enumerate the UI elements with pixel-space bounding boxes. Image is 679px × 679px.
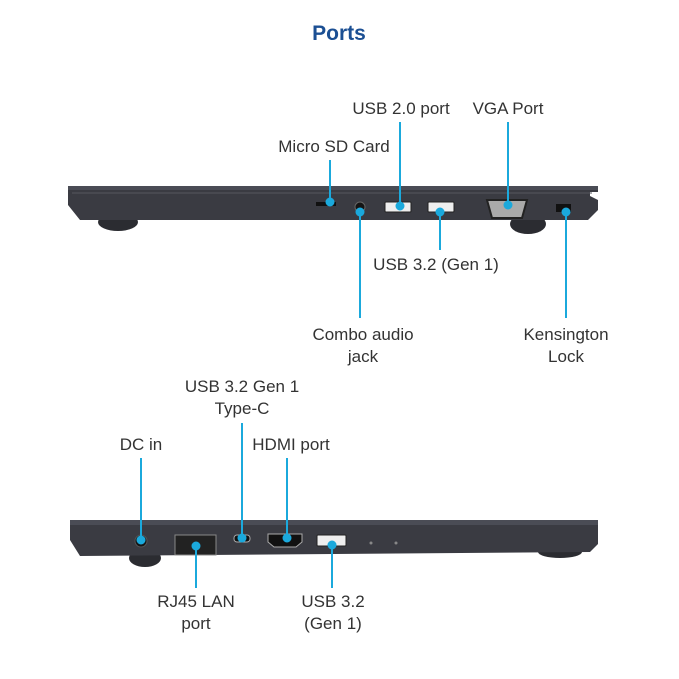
leader-lines xyxy=(136,122,571,588)
label-usb32: USB 3.2 (Gen 1) xyxy=(373,255,499,274)
label-audio-line1: Combo audio xyxy=(312,325,414,344)
label-rj45-line2: port xyxy=(181,614,211,633)
label-usb32-left-line1: USB 3.2 xyxy=(301,592,365,611)
label-kensington-line2: Lock xyxy=(548,347,584,366)
label-kensington-line1: Kensington xyxy=(523,325,609,344)
label-usb32-left: USB 3.2 (Gen 1) xyxy=(301,591,364,635)
laptop-right-side xyxy=(68,186,598,234)
label-dcin: DC in xyxy=(119,435,163,454)
label-usb20: USB 2.0 port xyxy=(352,99,450,118)
label-rj45: RJ45 LAN port xyxy=(157,591,234,635)
label-microsd: Micro SD Card xyxy=(278,137,390,156)
leader-dot xyxy=(237,533,247,543)
label-kensington: Kensington Lock xyxy=(523,324,608,368)
indicator-light xyxy=(394,541,398,545)
leader-dot xyxy=(191,541,201,551)
leader-dot xyxy=(136,535,146,545)
laptop-left-side xyxy=(70,520,598,567)
leader-dot xyxy=(503,200,513,210)
diagram-title: Ports xyxy=(312,22,366,45)
leader-dot xyxy=(327,540,337,550)
label-hdmi: HDMI port xyxy=(252,435,330,454)
label-typec: USB 3.2 Gen 1 Type-C xyxy=(185,376,299,420)
leader-dot xyxy=(355,207,365,217)
leader-dot xyxy=(435,207,445,217)
label-rj45-line1: RJ45 LAN xyxy=(157,592,235,611)
indicator-light xyxy=(369,541,373,545)
leader-dot xyxy=(282,533,292,543)
kensington-slot xyxy=(556,204,571,212)
label-audio: Combo audio jack xyxy=(312,324,413,368)
leader-dot xyxy=(561,207,571,217)
lid-edge xyxy=(70,520,598,525)
label-usb32-left-line2: (Gen 1) xyxy=(304,614,362,633)
label-audio-line2: jack xyxy=(347,347,379,366)
lid-edge xyxy=(68,186,598,190)
leader-dot xyxy=(395,201,405,211)
label-typec-line2: Type-C xyxy=(214,399,270,418)
label-typec-line1: USB 3.2 Gen 1 xyxy=(184,377,300,396)
label-vga: VGA Port xyxy=(472,99,544,118)
leader-dot xyxy=(325,197,335,207)
